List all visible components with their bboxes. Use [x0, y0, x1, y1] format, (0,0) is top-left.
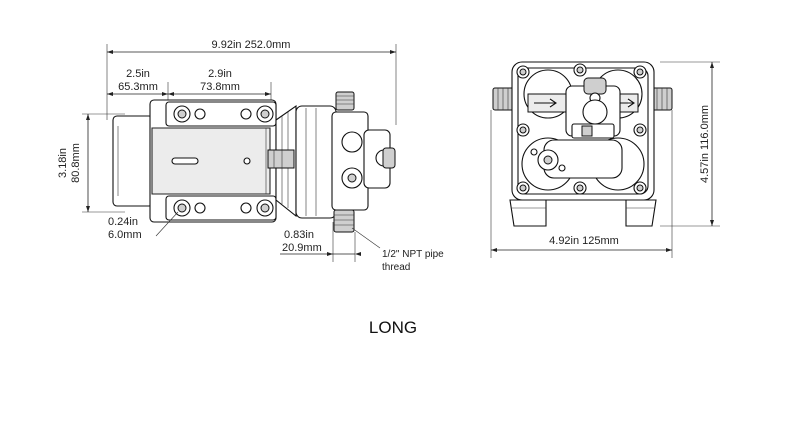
top-port-fitting — [335, 91, 355, 111]
front-feet — [509, 199, 657, 227]
port-inch-label: 0.83in — [284, 229, 314, 241]
front-width-dimension: 4.92in 125mm — [490, 110, 673, 258]
side-height-inch-label: 3.18in — [57, 148, 69, 178]
npt-label-line2: thread — [382, 262, 410, 273]
overall-length-dimension: 9.92in 252.0mm — [106, 39, 397, 125]
front-height-dimension: 4.57in 116.0mm — [660, 61, 720, 227]
segment1-inch-label: 2.5in — [126, 68, 150, 80]
side-height-mm-label: 80.8mm — [70, 143, 82, 183]
hole-inch-label: 0.24in — [108, 216, 138, 228]
npt-thread-callout: 1/2" NPT pipe thread — [351, 227, 444, 273]
pump-head — [267, 104, 396, 219]
segment2-inch-label: 2.9in — [208, 68, 232, 80]
front-view: 4.92in 125mm 4.57in 116.0mm — [490, 61, 720, 258]
segment2-mm-label: 73.8mm — [200, 81, 240, 93]
port-mm-label: 20.9mm — [282, 242, 322, 254]
overall-length-label: 9.92in 252.0mm — [212, 39, 291, 51]
motor-body — [112, 99, 277, 223]
drawing-caption: LONG — [369, 318, 417, 337]
hole-size-callout: 0.24in 6.0mm — [108, 211, 179, 241]
side-view: 9.92in 252.0mm 2.5in 65.3mm 2.9in 73.8mm… — [57, 39, 444, 273]
front-housing — [511, 61, 655, 201]
npt-label-line1: 1/2" NPT pipe — [382, 249, 444, 260]
housing-screws — [516, 63, 647, 195]
mounting-feet-bottom — [165, 195, 277, 221]
front-height-label: 4.57in 116.0mm — [699, 105, 711, 183]
mounting-feet-top — [165, 101, 277, 127]
bottom-port-fitting — [333, 209, 355, 233]
hole-mm-label: 6.0mm — [108, 229, 142, 241]
front-width-label: 4.92in 125mm — [549, 235, 619, 247]
right-port — [649, 87, 673, 111]
segment-dimensions: 2.5in 65.3mm 2.9in 73.8mm — [107, 68, 272, 100]
side-height-dimension: 3.18in 80.8mm — [57, 113, 125, 213]
port-offset-dimension: 0.83in 20.9mm — [280, 222, 361, 262]
segment1-mm-label: 65.3mm — [118, 81, 158, 93]
